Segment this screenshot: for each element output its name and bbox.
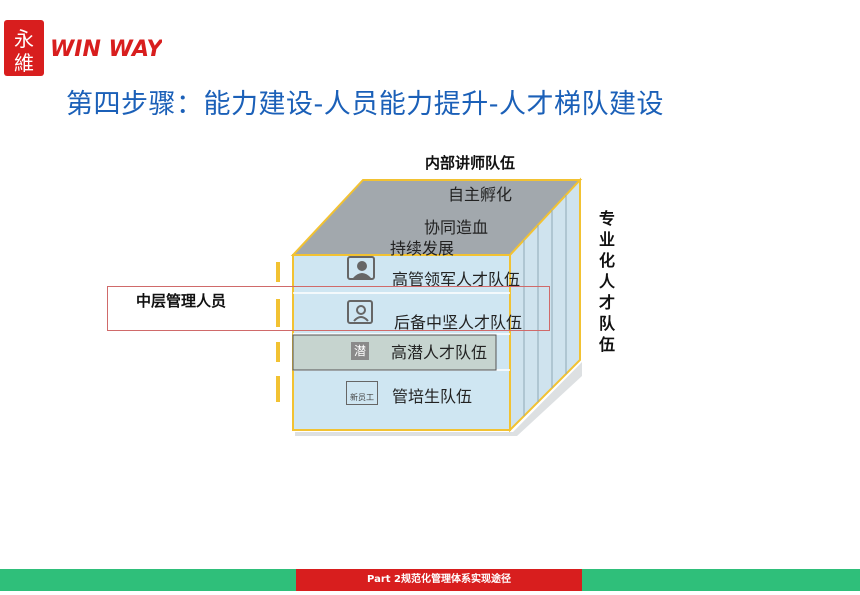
middle-manager-label: 中层管理人员 bbox=[136, 292, 227, 310]
top-item-collaborative: 协同造血 bbox=[424, 218, 489, 237]
footer-part-label: Part 2规范化管理体系实现途径 bbox=[296, 569, 582, 591]
logo-text: WIN WAY bbox=[50, 37, 162, 62]
winway-logo: 永 維 WIN WAY bbox=[4, 20, 162, 76]
executive-icon bbox=[347, 256, 375, 280]
highlight-layer bbox=[292, 334, 497, 371]
logo-char-1: 永 bbox=[14, 27, 34, 51]
layer-reserve-label: 后备中坚人才队伍 bbox=[394, 313, 523, 332]
logo-char-2: 維 bbox=[14, 51, 34, 75]
professional-team-label: 专业化人才队伍 bbox=[598, 209, 615, 354]
reserve-talent-icon bbox=[347, 300, 373, 324]
middle-manager-highlight-box bbox=[107, 286, 550, 331]
new-employee-icon: 新员工 bbox=[346, 381, 378, 405]
page-title: 第四步骤：能力建设-人员能力提升-人才梯队建设 bbox=[66, 89, 664, 120]
layer-executive-label: 高管领军人才队伍 bbox=[392, 270, 521, 289]
potential-icon: 潜 bbox=[351, 342, 369, 360]
top-item-self-incubation: 自主孵化 bbox=[448, 185, 513, 204]
top-item-sustainable: 持续发展 bbox=[390, 239, 455, 258]
internal-trainer-label: 内部讲师队伍 bbox=[425, 154, 516, 172]
layer-potential-label: 高潜人才队伍 bbox=[391, 343, 488, 362]
layer-trainee-label: 管培生队伍 bbox=[392, 387, 473, 406]
talent-cube-diagram bbox=[276, 177, 583, 436]
